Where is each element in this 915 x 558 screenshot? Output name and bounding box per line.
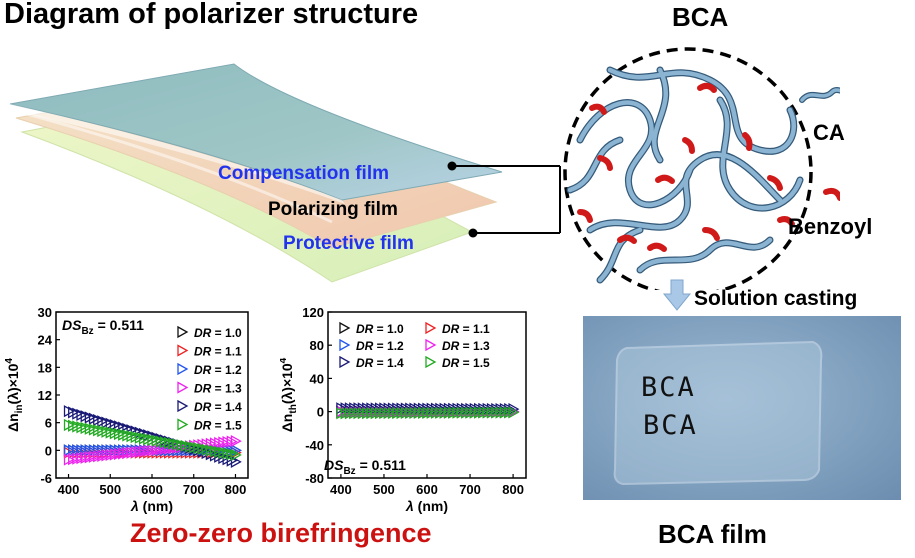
legend-marker [425, 355, 437, 369]
x-tick-label: 700 [183, 482, 205, 497]
plot-frame [327, 311, 527, 479]
zero-zero-birefringence-caption: Zero-zero birefringence [130, 518, 432, 548]
legend-label: DR = 1.4 [194, 400, 242, 414]
x-tick-label: 500 [373, 482, 395, 497]
legend-label: DR = 1.2 [356, 339, 404, 353]
legend-label: DR = 1.1 [442, 322, 490, 336]
x-axis-label: λ (nm) [130, 498, 173, 514]
legend-label: DR = 1.2 [194, 363, 242, 377]
legend-marker [425, 338, 437, 352]
legend-marker [177, 344, 189, 357]
ca-label: CA [813, 120, 845, 145]
y-tick-label: 80 [310, 338, 324, 353]
ds-bz-label: DSBz = 0.511 [62, 317, 144, 337]
y-tick-label: -40 [305, 438, 324, 453]
legend-marker [339, 355, 351, 369]
legend-label: DR = 1.3 [194, 382, 242, 396]
legend-marker [425, 321, 437, 335]
polarizer-films-illustration [9, 63, 560, 283]
y-tick-label: 12 [38, 388, 52, 403]
legend-marker [177, 362, 189, 376]
benzoyl-label: Benzoyl [788, 214, 873, 239]
down-arrow-icon [662, 279, 692, 311]
legend-marker [177, 418, 189, 431]
x-tick-label: 700 [459, 482, 481, 497]
y-tick-label: 30 [38, 305, 52, 320]
compensation-film-label: Compensation film [218, 163, 390, 184]
x-tick-label: 600 [416, 482, 438, 497]
chart-in-plane-birefringence: -6 0 6 12 18 24 30 400 500 600 700 800 λ (nm) Δnin(λ)… [4, 305, 249, 514]
legend-marker [339, 338, 351, 352]
diagram-title: Diagram of polarizer structure [4, 0, 419, 30]
bca-film-photo: BCA BCA [583, 316, 901, 500]
y-tick-label: 120 [302, 305, 324, 320]
y-tick-label: 0 [45, 443, 52, 458]
benzoyl-icon [823, 187, 840, 201]
y-tick-label: 24 [38, 333, 53, 348]
legend-marker [177, 381, 189, 394]
x-tick-label: 800 [502, 482, 524, 497]
data-point [230, 435, 242, 448]
x-tick-label: 600 [141, 482, 163, 497]
x-axis-label: λ (nm) [405, 498, 448, 514]
polarizing-film-label: Polarizing film [268, 199, 398, 220]
y-tick-label: 0 [317, 405, 324, 420]
y-tick-label: 40 [310, 371, 324, 386]
legend-label: DR = 1.0 [356, 322, 404, 336]
y-axis-label: Δnth(λ)×104 [280, 357, 299, 432]
x-tick-label: 400 [58, 482, 80, 497]
photo-text-line-2: BCA [643, 410, 698, 441]
y-tick-label: 18 [38, 360, 52, 375]
bca-film-label: BCA film [658, 519, 767, 549]
y-tick-label: -80 [305, 471, 324, 486]
bca-title: BCA [672, 2, 729, 32]
legend-label: DR = 1.4 [356, 356, 404, 370]
data-point [230, 455, 242, 468]
compensation-film-layer [9, 63, 503, 201]
legend-label: DR = 1.0 [194, 326, 242, 340]
protective-film-label: Protective film [283, 233, 414, 254]
bca-molecule-illustration [540, 47, 840, 290]
y-axis-label: Δnin(λ)×104 [4, 358, 25, 432]
y-tick-label: -6 [40, 471, 52, 486]
x-tick-label: 400 [330, 482, 352, 497]
solution-casting-label: Solution casting [694, 287, 858, 310]
legend-label: DR = 1.3 [442, 339, 490, 353]
chart-out-of-plane-birefringence: -80 -40 0 40 80 120 400 500 600 700 800 λ (nm) Δnth(… [280, 305, 527, 514]
data-point [230, 448, 242, 462]
legend-marker [177, 399, 189, 413]
legend-marker [177, 325, 189, 339]
legend-marker [339, 321, 351, 335]
data-point [508, 406, 520, 419]
legend-label: DR = 1.1 [194, 345, 242, 359]
legend-label: DR = 1.5 [442, 356, 490, 370]
x-tick-label: 800 [225, 482, 247, 497]
ds-bz-label: DSBz = 0.511 [324, 457, 406, 477]
y-tick-label: 6 [45, 416, 52, 431]
photo-text-line-1: BCA [641, 372, 696, 403]
x-tick-label: 500 [99, 482, 121, 497]
legend-label: DR = 1.5 [194, 419, 242, 433]
